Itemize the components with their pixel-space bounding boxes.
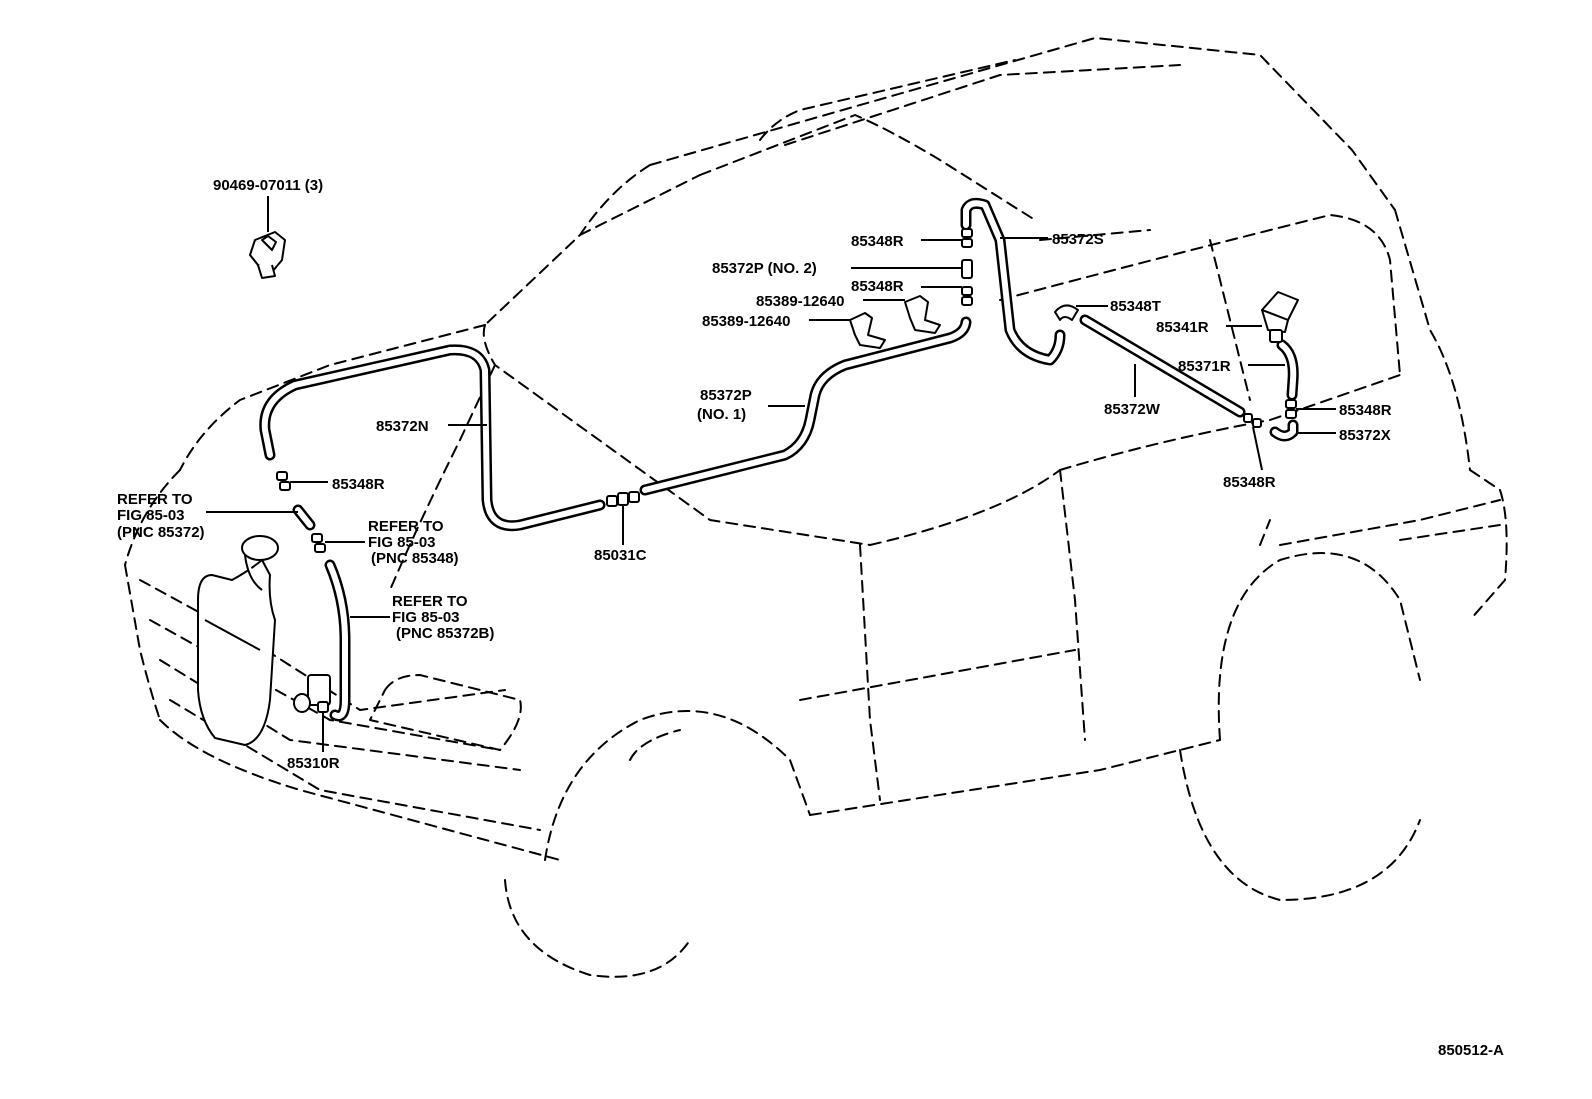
clip-90469-icon	[249, 231, 286, 279]
label-joint-85348R-mid: 85348R	[851, 278, 904, 295]
label-hose-85372X: 85372X	[1339, 427, 1391, 444]
hose-85372W	[1079, 314, 1246, 418]
label-joint-85031C: 85031C	[594, 547, 647, 564]
washer-tank-icon	[197, 535, 279, 746]
label-refer-2-line2: FIG 85-03	[368, 534, 436, 551]
callout-labels: 90469-07011 (3) 85372S 85348R 85372P (NO…	[117, 177, 1504, 1059]
label-clamp-85389-a: 85389-12640	[756, 293, 844, 310]
label-hose-85372P-no1-line1: 85372P	[700, 387, 752, 404]
hose-front-lower	[292, 504, 351, 722]
label-joint-85348R-left: 85348R	[332, 476, 385, 493]
label-hose-85372W: 85372W	[1104, 401, 1161, 418]
label-refer-2-line1: REFER TO	[368, 518, 444, 535]
label-hose-85372S: 85372S	[1052, 231, 1104, 248]
label-nozzle-85341R: 85341R	[1156, 319, 1209, 336]
hose-85372P-no2	[961, 259, 973, 279]
label-clamp-85389-b: 85389-12640	[702, 313, 790, 330]
label-pump-85310R: 85310R	[287, 755, 340, 772]
label-refer-3-line3: (PNC 85372B)	[396, 625, 494, 642]
hose-85372N	[259, 344, 606, 532]
label-hose-85372P-no1-line2: (NO. 1)	[697, 406, 746, 423]
diagram-id-label: 850512-A	[1438, 1042, 1504, 1059]
joint-85348T	[1054, 304, 1079, 321]
clamp-85389-b-icon	[904, 295, 941, 334]
hose-85371R	[1276, 339, 1299, 401]
label-refer-1-line3: (PNC 85372)	[117, 524, 205, 541]
label-refer-2-line3: (PNC 85348)	[371, 550, 459, 567]
joint-85348R-right	[1285, 399, 1297, 419]
label-hose-85372N: 85372N	[376, 418, 429, 435]
label-refer-1-line1: REFER TO	[117, 491, 193, 508]
label-hose-85371R: 85371R	[1178, 358, 1231, 375]
joint-85348R-top	[961, 228, 973, 248]
label-joint-85348R-right: 85348R	[1339, 402, 1392, 419]
vehicle-outline	[124, 37, 1508, 978]
label-refer-1-line2: FIG 85-03	[117, 507, 185, 524]
label-joint-85348R-top: 85348R	[851, 233, 904, 250]
joint-85348R-front-refer	[311, 533, 326, 553]
hose-85372P-no1	[639, 316, 972, 496]
nozzle-85341R-icon	[1261, 291, 1299, 343]
label-joint-85348T: 85348T	[1110, 298, 1161, 315]
joint-85348R-lower-right	[1243, 413, 1262, 428]
label-clip-90469: 90469-07011 (3)	[213, 177, 323, 194]
clamp-85389-a-icon	[849, 312, 886, 349]
label-joint-85348R-lower-right: 85348R	[1223, 474, 1276, 491]
hose-85372S	[960, 197, 1066, 366]
joint-85348R-left	[276, 471, 291, 491]
leader-lines	[206, 196, 1336, 752]
hose-85372X	[1269, 419, 1299, 442]
joint-85031C	[606, 491, 640, 507]
label-refer-3-line2: FIG 85-03	[392, 609, 460, 626]
pump-85310R-icon	[293, 674, 331, 713]
label-refer-3-line1: REFER TO	[392, 593, 468, 610]
label-hose-85372P-no2: 85372P (NO. 2)	[712, 260, 817, 277]
joint-85348R-mid	[961, 286, 973, 306]
